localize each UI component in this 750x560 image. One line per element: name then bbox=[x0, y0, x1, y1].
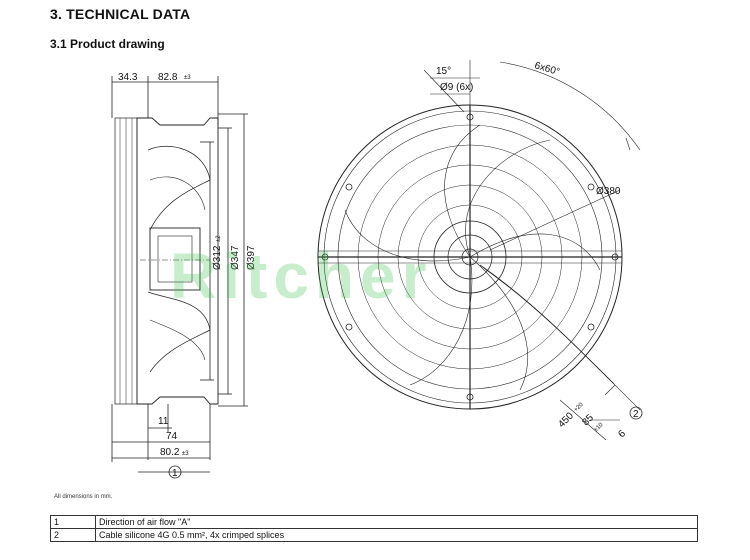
notes-table: 1 Direction of air flow "A" 2 Cable sili… bbox=[50, 515, 698, 542]
cable-6: 6 bbox=[616, 428, 628, 440]
cable-85: 85 bbox=[580, 412, 596, 428]
dim-d397: Ø397 bbox=[246, 245, 257, 270]
dim-d347: Ø347 bbox=[230, 245, 241, 270]
dim-80-2: 80.2 bbox=[160, 447, 180, 458]
callout-2: 2 bbox=[633, 409, 639, 420]
dim-d312-tol: ±2 bbox=[216, 235, 222, 242]
dim-80-2-tol: ±3 bbox=[182, 451, 189, 457]
subsection-title: 3.1 Product drawing bbox=[50, 37, 165, 51]
dim-d380: Ø380 bbox=[596, 186, 621, 197]
side-view bbox=[111, 76, 248, 479]
cable-450: 450 bbox=[556, 410, 576, 430]
section-title: 3. TECHNICAL DATA bbox=[50, 6, 191, 22]
note-number: 1 bbox=[50, 515, 96, 529]
dim-34-3: 34.3 bbox=[118, 72, 138, 83]
dim-82-8-tol: ±3 bbox=[184, 75, 191, 81]
product-drawing: 34.3 82.8 ±3 Ø312 ±2 Ø347 Ø397 11 74 80.… bbox=[111, 60, 643, 479]
front-view bbox=[317, 60, 643, 441]
table-row: 2 Cable silicone 4G 0.5 mm², 4x crimped … bbox=[50, 528, 698, 542]
dim-d312: Ø312 bbox=[212, 245, 223, 270]
callout-1: 1 bbox=[172, 468, 178, 479]
table-row: 1 Direction of air flow "A" bbox=[50, 515, 698, 529]
dim-82-8: 82.8 bbox=[158, 72, 178, 83]
note-text: Cable silicone 4G 0.5 mm², 4x crimped sp… bbox=[95, 528, 698, 542]
dim-11: 11 bbox=[158, 416, 169, 427]
dim-74: 74 bbox=[166, 431, 178, 442]
dimensions-footnote: All dimensions in mm. bbox=[54, 494, 113, 500]
cable-85-tol: ±10 bbox=[593, 422, 605, 434]
watermark-logo: Ritcher bbox=[170, 240, 433, 312]
note-text: Direction of air flow "A" bbox=[95, 515, 698, 529]
angle-15: 15° bbox=[436, 66, 451, 77]
note-number: 2 bbox=[50, 528, 96, 542]
cable-450-tol: +20 bbox=[573, 402, 585, 414]
holes-label: Ø9 (6x) bbox=[440, 82, 473, 93]
